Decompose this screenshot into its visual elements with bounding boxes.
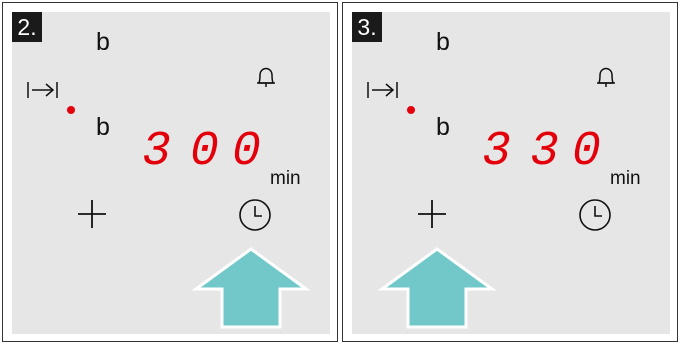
- letter-b-top: b: [436, 28, 450, 56]
- letter-b-bottom: b: [96, 113, 110, 141]
- unit-label: min: [270, 168, 301, 189]
- bell-icon[interactable]: [594, 65, 618, 91]
- timer-bar-icon: [367, 82, 398, 98]
- letter-b-bottom: b: [436, 113, 450, 141]
- step-number: 2.: [12, 12, 42, 42]
- step-panel-2: 2. b b 3 0 0 min: [2, 2, 338, 342]
- display-digit-3: 0: [572, 125, 601, 170]
- display-digit-2: 3: [530, 125, 559, 170]
- time-display: 3 0 0: [142, 125, 261, 170]
- step-panel-3: 3. b b 3 3 0 min: [342, 2, 678, 342]
- clock-icon[interactable]: [578, 198, 612, 232]
- indicator-dot: [407, 106, 415, 114]
- step-number: 3.: [352, 12, 382, 42]
- up-arrow-icon: [192, 247, 310, 329]
- plus-icon[interactable]: [416, 198, 448, 230]
- indicator-dot: [67, 106, 75, 114]
- unit-label: min: [610, 168, 641, 189]
- letter-b-top: b: [96, 28, 110, 56]
- clock-icon[interactable]: [238, 198, 272, 232]
- timer-bar-icon: [27, 82, 58, 98]
- display-digit-2: 0: [190, 125, 219, 170]
- display-digit-3: 0: [232, 125, 261, 170]
- plus-icon[interactable]: [76, 198, 108, 230]
- time-display: 3 3 0: [482, 125, 601, 170]
- control-panel-area: 2. b b 3 0 0 min: [12, 12, 330, 334]
- display-digit-1: 3: [142, 125, 171, 170]
- up-arrow-icon: [378, 247, 496, 329]
- display-digit-1: 3: [482, 125, 511, 170]
- control-panel-area: 3. b b 3 3 0 min: [352, 12, 670, 334]
- bell-icon[interactable]: [254, 65, 278, 91]
